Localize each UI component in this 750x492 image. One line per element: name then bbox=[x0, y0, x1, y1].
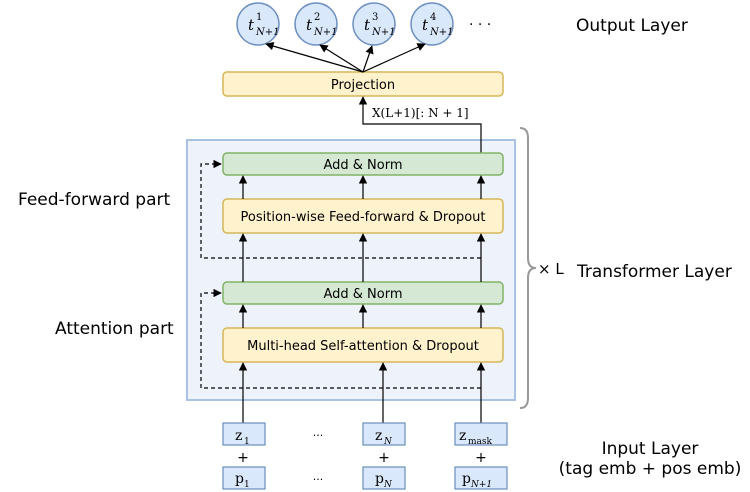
layer-brace bbox=[519, 127, 537, 409]
output-sub: N+1 bbox=[313, 27, 338, 38]
output-sup: 2 bbox=[314, 12, 320, 23]
input-p-1: p 1 bbox=[222, 466, 266, 490]
input-z-ellipsis: ··· bbox=[313, 429, 324, 442]
output-base: t bbox=[364, 16, 371, 34]
input-base: p bbox=[462, 471, 471, 487]
plus-sign: + bbox=[237, 450, 249, 466]
flow-arrows bbox=[238, 175, 486, 423]
input-layer-sublabel: (tag emb + pos emb) bbox=[559, 459, 742, 479]
feed-forward-label: Position-wise Feed-forward & Dropout bbox=[241, 210, 486, 225]
times-l-label: × L bbox=[538, 260, 564, 278]
input-sub: 1 bbox=[244, 480, 250, 490]
add-norm-top-label: Add & Norm bbox=[323, 158, 402, 173]
output-circle-1: t 1 N+1 bbox=[236, 2, 280, 46]
plus-sign: + bbox=[378, 450, 390, 466]
output-circle-2: t 2 N+1 bbox=[294, 2, 338, 46]
input-sub: 1 bbox=[244, 437, 250, 447]
output-sub: N+1 bbox=[255, 27, 280, 38]
input-base: z bbox=[235, 428, 242, 444]
output-sub: N+1 bbox=[371, 27, 396, 38]
input-sub: N+1 bbox=[470, 480, 492, 490]
output-sup: 4 bbox=[430, 12, 436, 23]
input-base: p bbox=[235, 471, 244, 487]
output-ellipsis: · · · bbox=[469, 17, 491, 33]
output-layer-label: Output Layer bbox=[576, 16, 688, 36]
residual-connections bbox=[200, 159, 481, 389]
input-z-n: z N bbox=[362, 422, 406, 447]
input-sub: N bbox=[383, 437, 393, 447]
input-base: z bbox=[459, 428, 466, 444]
input-sub: N bbox=[383, 480, 393, 490]
projection-label: Projection bbox=[331, 78, 395, 93]
input-sub: mask bbox=[468, 437, 493, 447]
self-attention-label: Multi-head Self-attention & Dropout bbox=[247, 339, 479, 354]
output-base: t bbox=[306, 16, 313, 34]
attention-part-label: Attention part bbox=[55, 319, 174, 339]
output-circle-3: t 3 N+1 bbox=[352, 2, 396, 46]
input-layer-label: Input Layer bbox=[602, 439, 699, 459]
plus-sign: + bbox=[475, 450, 487, 466]
output-sup: 3 bbox=[372, 12, 378, 23]
transformer-layer-label: Transformer Layer bbox=[576, 262, 732, 282]
output-sup: 1 bbox=[256, 12, 262, 23]
input-z-mask: z mask bbox=[454, 422, 508, 447]
slice-label: X(L+1)[: N + 1] bbox=[372, 106, 469, 120]
add-norm-bottom-label: Add & Norm bbox=[323, 287, 402, 302]
input-z-1: z 1 bbox=[222, 422, 266, 447]
input-p-n: p N bbox=[362, 466, 406, 490]
input-base: z bbox=[375, 428, 382, 444]
input-base: p bbox=[375, 471, 384, 487]
input-p-ellipsis: ··· bbox=[313, 473, 324, 486]
output-sub: N+1 bbox=[429, 27, 454, 38]
add-norm-top bbox=[222, 152, 504, 176]
output-base: t bbox=[248, 16, 255, 34]
output-circle-4: t 4 N+1 bbox=[410, 2, 454, 46]
input-p-n-plus-1: p N+1 bbox=[454, 466, 508, 490]
feed-forward-part-label: Feed-forward part bbox=[18, 190, 170, 210]
output-base: t bbox=[422, 16, 429, 34]
